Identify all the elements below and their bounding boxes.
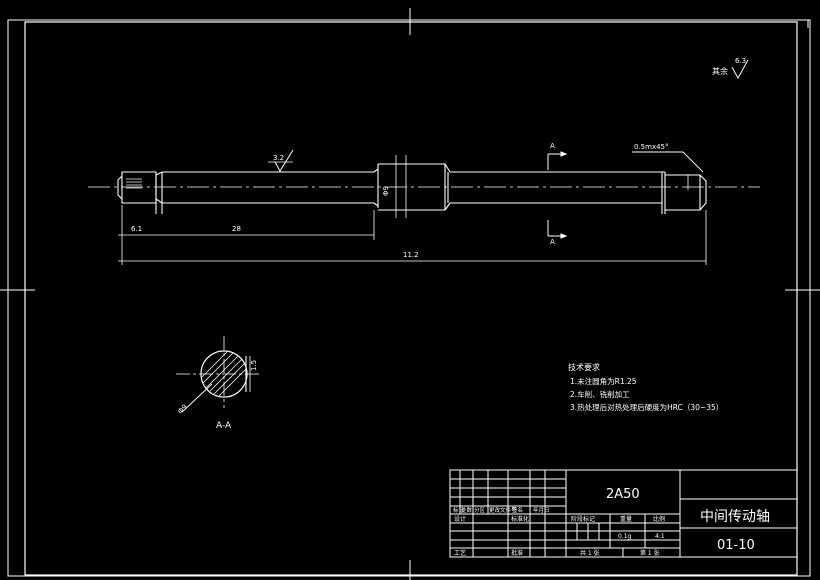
section-dia: Φ9 bbox=[176, 403, 189, 416]
weight-value: 0.1g bbox=[618, 533, 632, 540]
shaft-outline bbox=[117, 163, 707, 214]
outer-border bbox=[7, 19, 811, 577]
tech-req-title: 技术要求 bbox=[568, 362, 600, 372]
sheet-number: 第 1 张 bbox=[640, 549, 660, 557]
surface-finish-mid-value: 3.2 bbox=[273, 154, 284, 162]
section-marker-bottom: A bbox=[550, 238, 555, 246]
dim-total: 11.2 bbox=[403, 251, 419, 259]
doc-no-label: 更改文件号 bbox=[489, 506, 517, 514]
section-cut-markers bbox=[547, 151, 568, 239]
marker-label: 标记 bbox=[453, 506, 465, 514]
weight-label: 重量 bbox=[620, 515, 632, 523]
date-label: 年月日 bbox=[533, 506, 550, 514]
centering-marks bbox=[0, 8, 820, 580]
signature-label: 签名 bbox=[512, 506, 523, 514]
surface-finish-other-value: 6.3 bbox=[735, 57, 746, 65]
section-label: A-A bbox=[216, 421, 232, 431]
zone-label: 分区 bbox=[474, 506, 486, 514]
section-marker-top: A bbox=[550, 142, 555, 150]
part-name: 中间传动轴 bbox=[700, 509, 770, 525]
collar-dimension bbox=[395, 155, 407, 218]
surface-finish-other: 其余 6.3 bbox=[712, 57, 749, 80]
approve-label: 批准 bbox=[511, 549, 523, 557]
material-label: 2A50 bbox=[606, 487, 640, 502]
dim-left-shaft: 28 bbox=[232, 225, 241, 233]
horizontal-dimensions bbox=[118, 205, 707, 265]
drawing-number: 01-10 bbox=[717, 538, 755, 553]
dim-left-end: 6.1 bbox=[131, 225, 142, 233]
collar-dia-label: Φ9 bbox=[382, 186, 390, 196]
designer-label: 设计 bbox=[454, 515, 466, 523]
surface-finish-other-label: 其余 bbox=[712, 66, 728, 76]
section-view bbox=[176, 336, 262, 413]
title-block bbox=[449, 469, 798, 558]
sheet-total: 共 1 张 bbox=[580, 549, 600, 557]
section-depth: 1.5 bbox=[250, 360, 258, 371]
scale-value: 4:1 bbox=[655, 533, 665, 540]
scale-label: 比例 bbox=[653, 515, 665, 523]
surface-finish-mid: 3.2 bbox=[268, 149, 294, 172]
tech-req-item-2: 2.车削、铣削加工 bbox=[570, 389, 630, 399]
tech-req-item-1: 1.未注圆角为R1.25 bbox=[570, 376, 637, 386]
process-label: 工艺 bbox=[454, 549, 466, 557]
technical-requirements: 技术要求 1.未注圆角为R1.25 2.车削、铣削加工 3.热处理后对热处理后硬… bbox=[568, 362, 723, 412]
stage-label: 阶段标记 bbox=[571, 515, 595, 523]
count-label: 处数 bbox=[461, 506, 473, 514]
stdz-label: 标准化 bbox=[511, 515, 529, 523]
chamfer-leader bbox=[632, 151, 704, 173]
chamfer-note: 0.5mx45° bbox=[634, 143, 669, 151]
tech-req-item-3: 3.热处理后对热处理后硬度为HRC（30~35） bbox=[570, 402, 723, 412]
inner-border bbox=[24, 21, 798, 576]
